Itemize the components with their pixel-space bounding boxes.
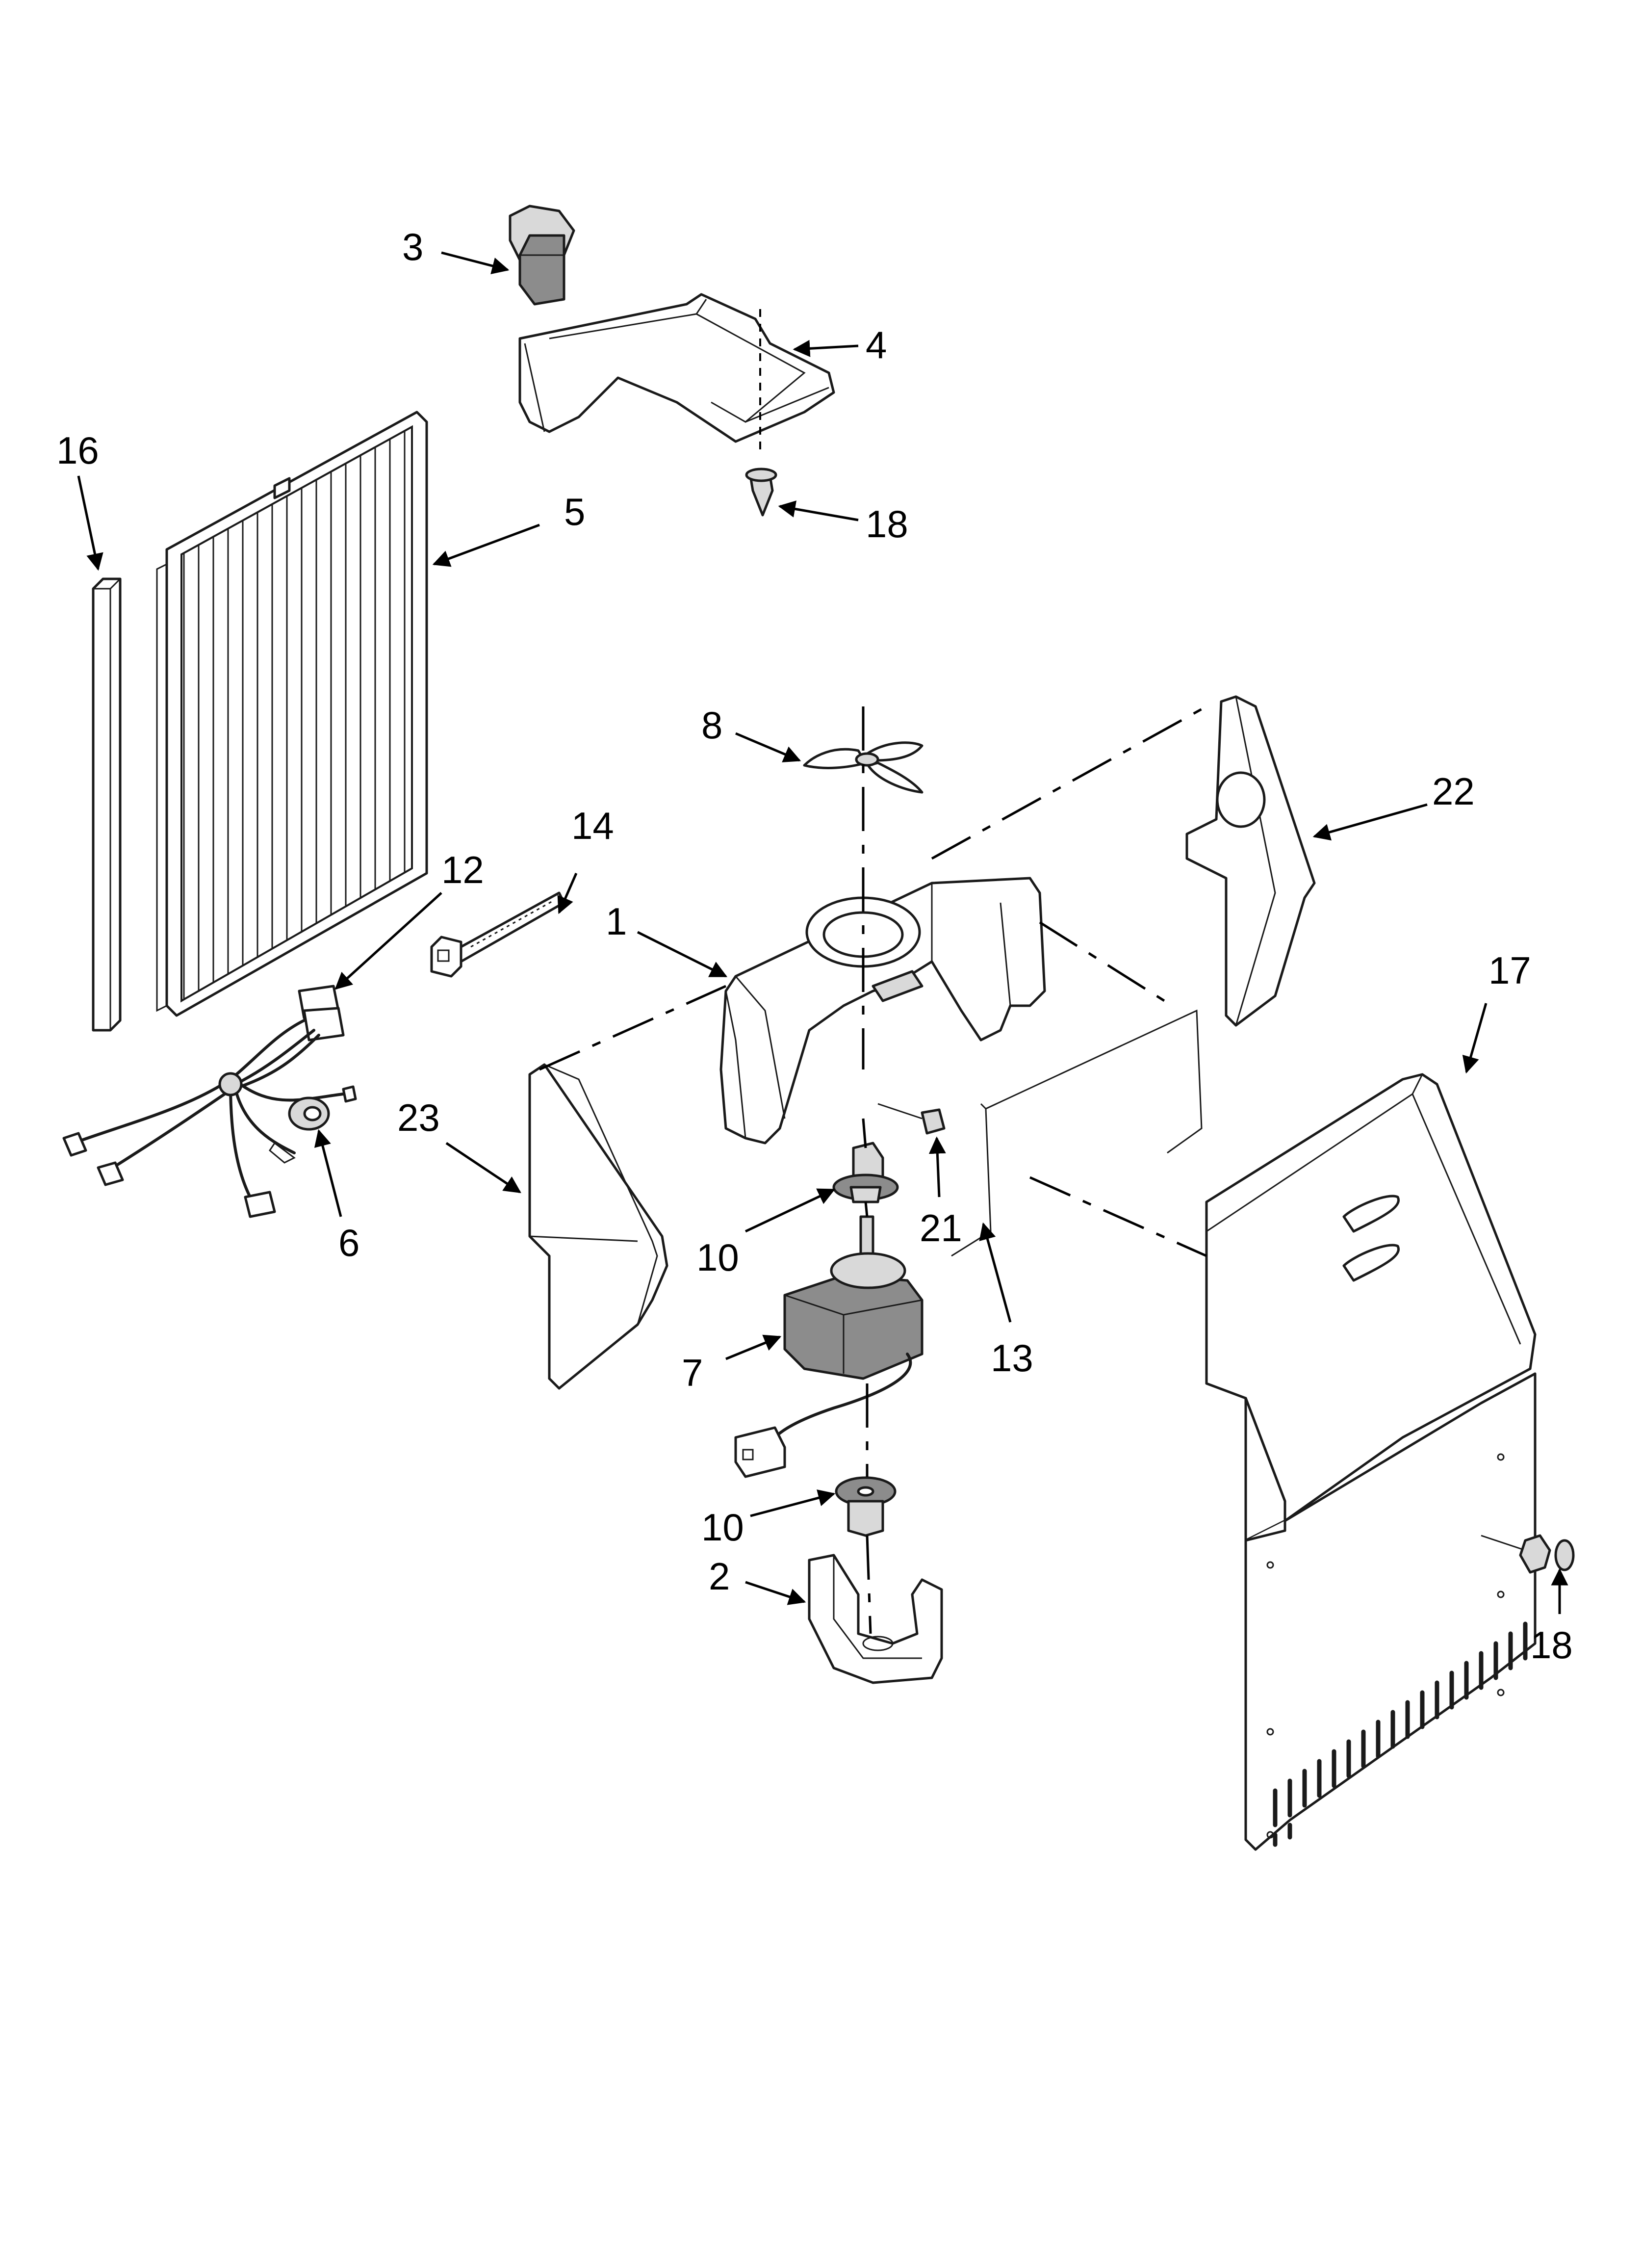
callout-8: 8 xyxy=(701,704,722,747)
part-10-upper-mount xyxy=(832,1142,899,1203)
callouts: 3 4 18 16 5 8 22 14 12 1 17 23 21 6 10 7 xyxy=(56,225,1573,1667)
part-16-foam-strip xyxy=(92,577,122,1032)
callout-18-right: 18 xyxy=(1530,1623,1573,1667)
callout-10-upper: 10 xyxy=(696,1236,739,1279)
callout-21: 21 xyxy=(920,1206,962,1250)
part-23-side-baffle xyxy=(528,1063,668,1390)
part-22-side-baffle xyxy=(1185,695,1316,1027)
part-13-wire-bracket xyxy=(951,1009,1203,1257)
part-10-lower-mount xyxy=(835,1476,897,1537)
part-18-screw-top xyxy=(745,309,777,517)
part-2-bracket xyxy=(808,1554,943,1684)
callout-23: 23 xyxy=(397,1096,440,1139)
part-17-rear-cover xyxy=(1205,1073,1537,1851)
callout-13: 13 xyxy=(991,1336,1033,1380)
part-8-fan-blade xyxy=(803,741,924,794)
callout-3: 3 xyxy=(402,225,423,268)
callout-22: 22 xyxy=(1432,770,1475,813)
callout-1: 1 xyxy=(606,900,627,943)
callout-12: 12 xyxy=(441,848,484,891)
callout-17: 17 xyxy=(1488,949,1531,992)
part-4-tray xyxy=(518,293,835,443)
callout-18-top: 18 xyxy=(866,502,908,546)
part-21-screw xyxy=(877,1103,946,1135)
callout-5: 5 xyxy=(564,490,585,533)
callout-2: 2 xyxy=(709,1555,730,1598)
part-5-filter-panel xyxy=(156,411,428,1017)
assembly-lines xyxy=(539,705,1207,1634)
part-12-wire-harness xyxy=(62,985,357,1218)
part-6-grommet xyxy=(288,1096,330,1131)
part-7-motor xyxy=(734,1215,924,1478)
callout-6: 6 xyxy=(338,1221,359,1264)
callout-16: 16 xyxy=(56,429,99,472)
part-18-screw-right xyxy=(1481,1534,1575,1574)
callout-4: 4 xyxy=(866,323,887,366)
vent-slots xyxy=(1273,1621,1528,1847)
part-3-clip xyxy=(509,205,575,306)
part-14-cable-tie xyxy=(430,891,565,978)
callout-14: 14 xyxy=(571,804,614,847)
callout-10-lower: 10 xyxy=(701,1506,744,1549)
callout-7: 7 xyxy=(682,1351,703,1394)
